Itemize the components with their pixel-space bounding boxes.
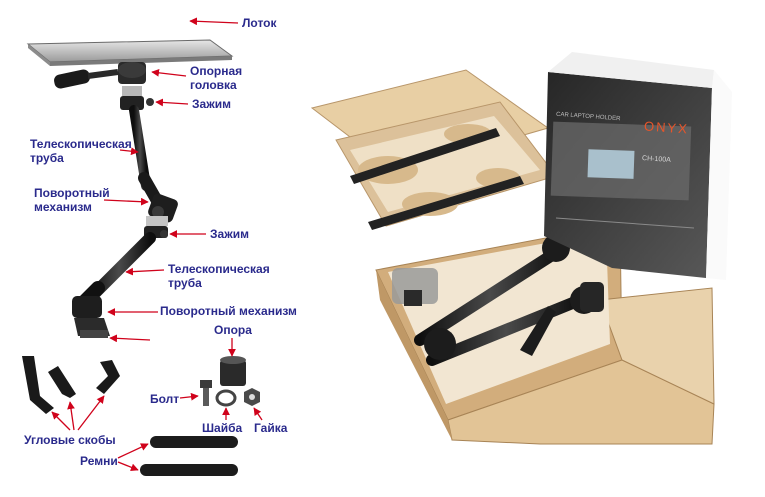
label-clamp-mid: Зажим bbox=[210, 227, 249, 241]
arrow-swivel-top bbox=[103, 197, 149, 206]
product-box-sleeve bbox=[544, 52, 732, 280]
arrow-clamp-top bbox=[155, 98, 189, 107]
telescopic-tube-top-part bbox=[129, 105, 166, 212]
support-head-part bbox=[54, 62, 146, 89]
telescopic-tube-bottom-part bbox=[73, 232, 156, 313]
label-nut: Гайка bbox=[254, 421, 288, 435]
swivel-bottom-part bbox=[72, 296, 110, 338]
label-tray: Лоток bbox=[242, 16, 277, 30]
washer-part bbox=[215, 389, 237, 407]
label-straps: Ремни bbox=[80, 454, 118, 468]
angle-brackets-part bbox=[22, 356, 120, 414]
label-swivel-bottom: Поворотный механизм bbox=[160, 304, 297, 318]
swivel-top-part bbox=[146, 193, 178, 226]
arrow-swivel-bottom-2 bbox=[109, 334, 151, 343]
nut-part bbox=[244, 388, 260, 406]
label-support: Опора bbox=[214, 323, 252, 337]
arrow-straps-1 bbox=[117, 443, 149, 459]
straps-part bbox=[140, 436, 238, 476]
box-brand: ONYX bbox=[643, 118, 690, 137]
label-washer: Шайба bbox=[202, 421, 243, 435]
arrow-tele-bottom bbox=[125, 267, 165, 276]
arrow-support-head bbox=[151, 68, 187, 77]
label-telescopic-tube-top: Телескопическая труба bbox=[30, 137, 132, 165]
clamp-top-part bbox=[120, 86, 154, 110]
label-support-head: Опорная головка bbox=[190, 64, 243, 92]
pointer-arrows bbox=[51, 17, 263, 472]
label-telescopic-tube-bottom: Телескопическая труба bbox=[168, 262, 270, 290]
arrow-tele-top bbox=[119, 147, 139, 156]
arrow-straps-2 bbox=[117, 461, 139, 472]
arrow-nut bbox=[253, 407, 263, 421]
label-angle-brackets: Угловые скобы bbox=[24, 433, 116, 447]
arrow-bolt bbox=[179, 392, 199, 401]
support-part bbox=[220, 356, 246, 386]
bolt-part bbox=[200, 380, 212, 406]
label-clamp-top: Зажим bbox=[192, 97, 231, 111]
label-swivel-top: Поворотный механизм bbox=[34, 186, 110, 214]
arrow-brackets-1 bbox=[51, 411, 71, 431]
arrow-brackets-3 bbox=[77, 395, 105, 431]
label-bolt: Болт bbox=[150, 392, 180, 406]
arrow-tray bbox=[189, 17, 239, 26]
tray-part bbox=[26, 39, 234, 66]
arrow-brackets-2 bbox=[67, 401, 75, 431]
